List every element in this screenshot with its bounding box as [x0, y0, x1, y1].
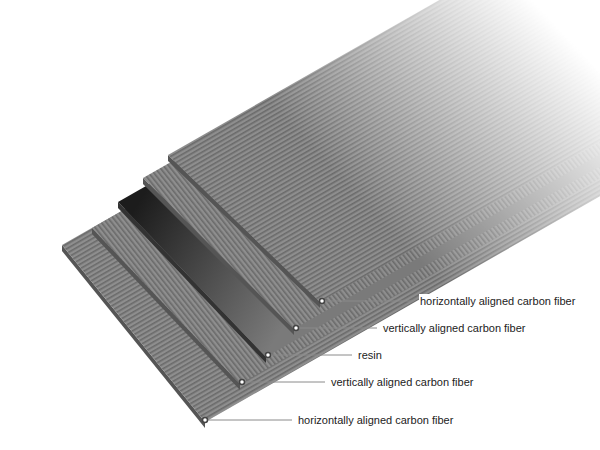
layer-label: horizontally aligned carbon fiber — [419, 294, 576, 308]
layer-label: horizontally aligned carbon fiber — [297, 413, 454, 427]
layer-label: vertically aligned carbon fiber — [382, 321, 526, 335]
layer-label: resin — [357, 348, 383, 362]
layer-label: vertically aligned carbon fiber — [330, 375, 474, 389]
